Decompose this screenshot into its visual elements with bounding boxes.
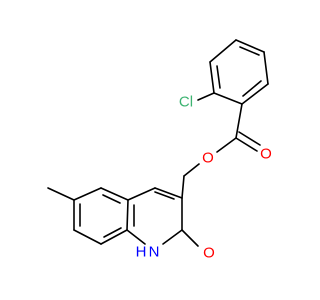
pyridone-ring <box>126 187 199 247</box>
bond <box>162 229 183 245</box>
bond <box>154 187 183 199</box>
ester-oxygen-label: O <box>202 150 214 167</box>
bond <box>181 175 185 199</box>
bond <box>73 229 102 245</box>
nitrogen-hydrogen-label: H <box>136 244 147 261</box>
nitrogen-atom-label: N <box>149 244 160 261</box>
bond <box>183 163 200 177</box>
bond <box>209 61 215 94</box>
chemical-structure-diagram: Cl O O N H O <box>0 0 300 300</box>
bond-inner <box>154 191 175 200</box>
bond-inner <box>242 80 262 97</box>
chlorine-atom-label: Cl <box>179 94 193 111</box>
bond-methyl <box>47 187 75 201</box>
bond-c2-oxygen <box>181 229 199 247</box>
bond <box>263 51 269 85</box>
bond-inner <box>239 46 260 56</box>
bond <box>126 199 129 231</box>
chlorobenzene-ring <box>209 39 269 105</box>
carbonyl-oxygen-label: O <box>260 146 272 163</box>
canvas-background <box>0 0 300 300</box>
bond <box>126 229 146 245</box>
bond-carbonyl-1 <box>235 137 258 152</box>
bond-inner <box>103 227 122 238</box>
bond <box>235 39 265 53</box>
benzo-ring <box>47 187 129 245</box>
bond <box>213 92 243 105</box>
bond <box>241 83 269 105</box>
bond <box>100 229 128 245</box>
bond <box>127 187 156 201</box>
bond <box>216 137 237 153</box>
ester-group <box>181 103 261 199</box>
bond-carbon-chlorine <box>197 92 215 101</box>
bond-inner <box>102 194 121 204</box>
lactam-oxygen-label: O <box>203 245 215 262</box>
bond <box>209 39 237 63</box>
bond <box>100 187 129 201</box>
bond-carbonyl-2 <box>238 131 261 146</box>
bond-inner <box>216 65 221 89</box>
bond <box>235 103 243 139</box>
bond <box>73 187 102 201</box>
